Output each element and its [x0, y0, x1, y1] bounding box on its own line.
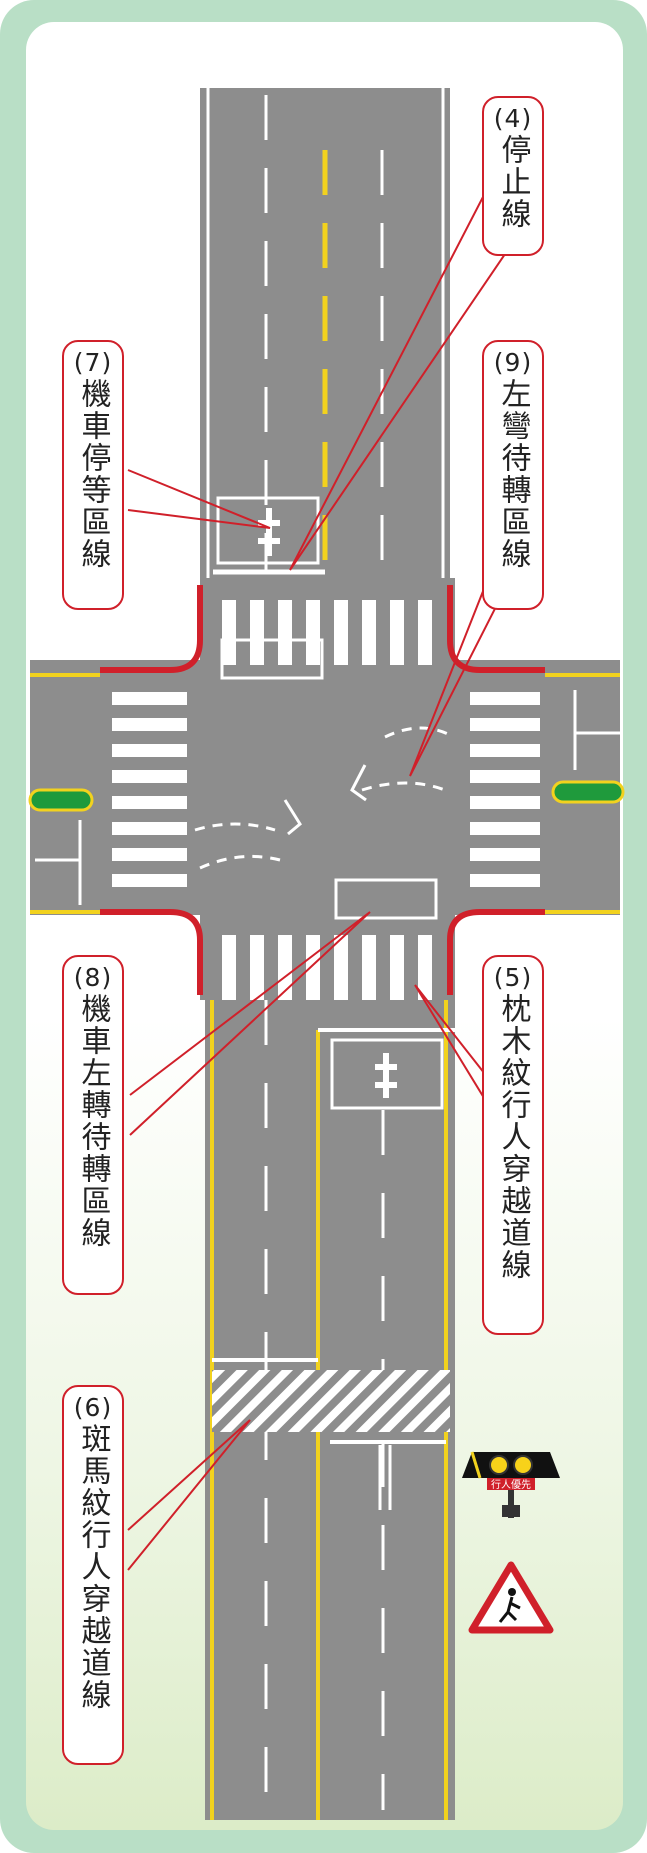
north-crosswalk: [222, 600, 432, 665]
median-east: [551, 780, 625, 804]
pedestrian-signal-sign: 行人優先: [462, 1451, 560, 1518]
label-motorcycle-waiting-box: (7) 機車停等區線: [62, 340, 124, 610]
pedestrian-crossing-icon: [468, 1561, 554, 1634]
label-left-turn-waiting-zone: (9) 左彎待轉區線: [482, 340, 544, 610]
south-crosswalk: [222, 935, 432, 1000]
label-stop-line-num: (4): [493, 104, 533, 133]
label-zebra-crosswalk-num: (6): [73, 1393, 113, 1422]
label-stop-line: (4) 停止線: [482, 96, 544, 256]
label-ladder-crosswalk-num: (5): [493, 963, 533, 992]
left-turn-waiting-zone-east: [361, 726, 451, 794]
label-zebra-crosswalk-text: 斑馬紋行人穿越道線: [75, 1423, 111, 1711]
turn-box-north: [220, 638, 324, 680]
label-stop-line-text: 停止線: [495, 134, 531, 230]
label-left-turn-waiting-zone-text: 左彎待轉區線: [495, 378, 531, 570]
label-motorcycle-left-turn-box-text: 機車左轉待轉區線: [75, 993, 111, 1249]
west-crosswalk: [112, 692, 187, 887]
label-left-turn-waiting-zone-num: (9): [493, 348, 533, 377]
label-ladder-crosswalk: (5) 枕木紋行人穿越道線: [482, 955, 544, 1335]
motorcycle-icon-south: [375, 1053, 397, 1098]
motorcycle-icon-north: [258, 508, 280, 556]
signal-sign-text: 行人優先: [491, 1478, 531, 1491]
motorcycle-box-south: [330, 1038, 444, 1110]
red-curbs: [100, 585, 545, 995]
north-road: [200, 88, 450, 578]
label-motorcycle-waiting-box-text: 機車停等區線: [75, 378, 111, 570]
signal-light-right: [513, 1455, 533, 1475]
motorcycle-left-turn-box: [334, 878, 438, 920]
label-motorcycle-left-turn-box: (8) 機車左轉待轉區線: [62, 955, 124, 1295]
cross-street: [28, 578, 625, 1000]
left-turn-waiting-zone-west: [194, 822, 281, 870]
label-zebra-crosswalk: (6) 斑馬紋行人穿越道線: [62, 1385, 124, 1765]
label-motorcycle-waiting-box-num: (7): [73, 348, 113, 377]
median-west: [28, 788, 94, 812]
label-motorcycle-left-turn-box-num: (8): [73, 963, 113, 992]
east-crosswalk: [470, 692, 540, 887]
label-ladder-crosswalk-text: 枕木紋行人穿越道線: [495, 993, 531, 1281]
zebra-crosswalk: [212, 1370, 450, 1432]
signal-light-left: [489, 1455, 509, 1475]
